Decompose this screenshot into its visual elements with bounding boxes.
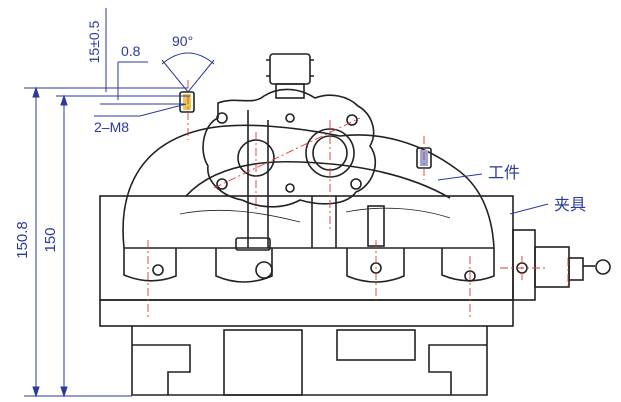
fixture-body: [99, 195, 611, 396]
dim-base-height: 150: [42, 227, 59, 252]
dimension-labels: 150.8 150 15±0.5 0.8 2–M8 90°: [14, 20, 193, 258]
dim-thread: 2–M8: [94, 119, 129, 135]
callout-fixture: 夹具: [554, 195, 586, 214]
dim-hole-depth: 15±0.5: [86, 20, 102, 63]
workpiece-body: [122, 53, 495, 283]
callout-workpiece: 工件: [488, 163, 520, 182]
centerlines: [147, 80, 569, 318]
dim-chamfer: 0.8: [121, 43, 141, 59]
dimension-lines: [24, 8, 215, 398]
dim-countersink-angle: 90°: [172, 33, 193, 49]
dim-overall-height: 150.8: [14, 221, 31, 259]
callout-leaders: [437, 173, 549, 215]
